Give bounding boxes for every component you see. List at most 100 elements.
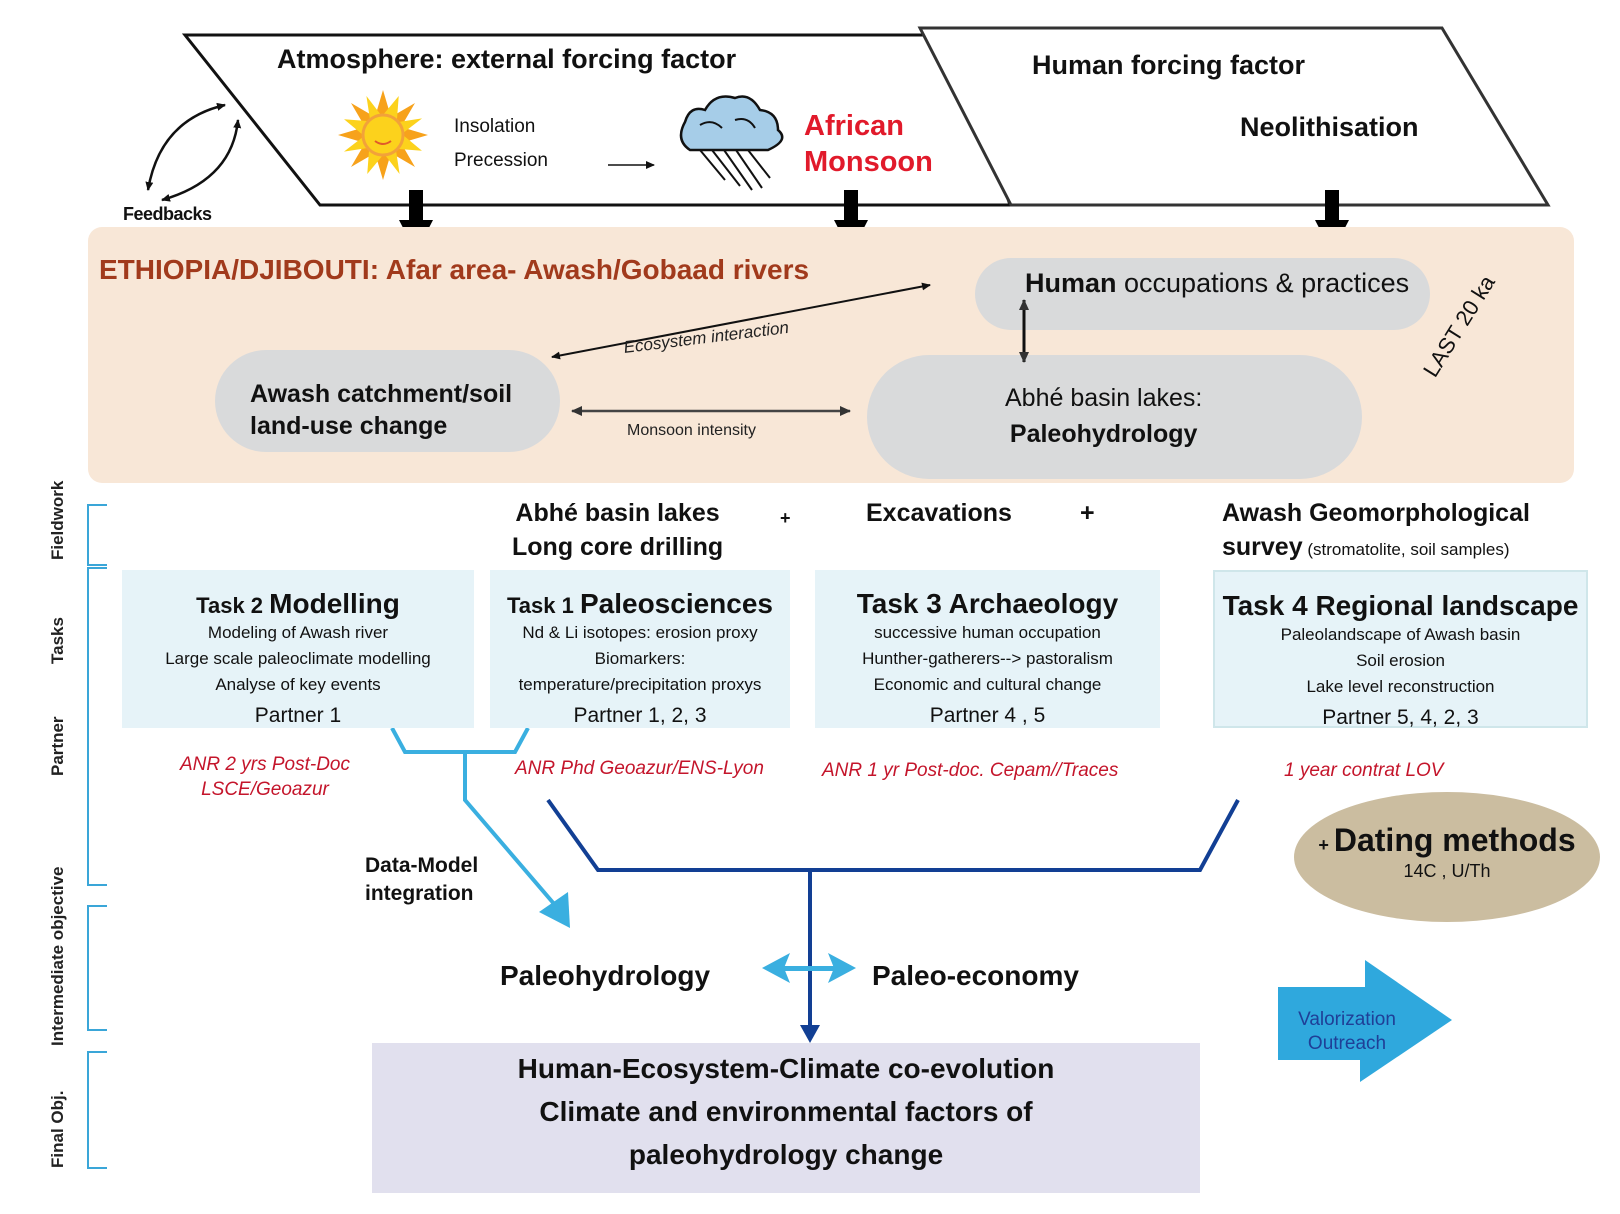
valorization-line2: Outreach	[1307, 1033, 1387, 1054]
task-line: Nd & Li isotopes: erosion proxy	[522, 623, 758, 642]
side-label-partner: Partner	[48, 716, 67, 776]
feedback-arrow-1	[145, 102, 226, 191]
fieldwork-abhe: Abhé basin lakes Long core drilling	[512, 496, 723, 564]
fieldwork-abhe-line2: Long core drilling	[512, 533, 724, 561]
african-monsoon-label: African Monsoon	[804, 108, 933, 180]
task-name: Archaeology	[948, 588, 1119, 619]
awash-catchment-label: Awash catchment/soil land-use change	[250, 378, 512, 442]
monsoon-line2: Monsoon	[804, 146, 933, 178]
final-line2: Climate and environmental factors of	[539, 1096, 1033, 1127]
task-number: Task 3	[856, 588, 949, 619]
awash-line1: Awash catchment/soil	[250, 380, 513, 408]
task-line: Paleolandscape of Awash basin	[1280, 625, 1521, 644]
sun-icon	[338, 90, 428, 180]
intermediate-paleohydrology: Paleohydrology	[500, 960, 711, 991]
fieldwork-awash-survey: Awash Geomorphological survey (stromatol…	[1222, 496, 1530, 567]
plus-sign: +	[1080, 499, 1095, 527]
final-line1: Human-Ecosystem-Climate co-evolution	[517, 1053, 1055, 1084]
plus-sign: +	[780, 508, 791, 528]
monsoon-intensity-label: Monsoon intensity	[627, 422, 756, 439]
side-label-tasks: Tasks	[48, 617, 67, 664]
neolithisation-label: Neolithisation	[1240, 112, 1419, 142]
task-box-archaeology: Task 3 Archaeology successive human occu…	[815, 570, 1160, 728]
synthesis-arrowhead	[800, 1025, 820, 1043]
human-forcing-box	[917, 26, 1551, 207]
dating-methods-subtitle: 14C , U/Th	[1403, 861, 1491, 881]
task-title: Task 4 Regional landscape	[1215, 592, 1586, 622]
task-name: Paleosciences	[579, 588, 773, 619]
task-number: Task 1	[506, 593, 580, 618]
side-label-fieldwork: Fieldwork	[48, 480, 67, 560]
survey-bold: survey	[1222, 533, 1303, 561]
arrow-human-down	[1315, 190, 1349, 253]
task-box-regional-landscape: Task 4 Regional landscape Paleolandscape…	[1213, 570, 1588, 729]
synthesis-connector	[546, 798, 1240, 1030]
data-model-connector	[390, 727, 557, 907]
task-name: Modelling	[269, 588, 400, 619]
fieldwork-excavations: Excavations	[866, 499, 1012, 527]
human-occupations-label: Human occupations & practices	[1025, 268, 1409, 299]
abhe-line1: Abhé basin lakes:	[1005, 384, 1203, 412]
task-line: Biomarkers:	[594, 649, 686, 668]
funding-line: ANR 2 yrs Post-Doc	[180, 754, 350, 775]
task-line: Economic and cultural change	[873, 675, 1102, 694]
plus-sign: +	[1318, 835, 1334, 855]
funding-task4: 1 year contrat LOV	[1284, 760, 1444, 781]
funding-task1: ANR Phd Geoazur/ENS-Lyon	[515, 758, 764, 779]
awash-catchment-ellipse	[215, 350, 560, 452]
task-title: Task 2 Modelling	[122, 590, 474, 620]
final-objective-box: Human-Ecosystem-Climate co-evolution Cli…	[372, 1043, 1200, 1193]
dating-methods-ellipse: + Dating methods 14C , U/Th	[1294, 792, 1600, 922]
fieldwork-awash-line1: Awash Geomorphological	[1222, 499, 1530, 527]
task-line: Hunther-gatherers--> pastoralism	[862, 649, 1113, 668]
final-line3: paleohydrology change	[628, 1139, 944, 1170]
data-model-arrowhead	[539, 892, 570, 928]
atmosphere-title: Atmosphere: external forcing factor	[277, 44, 737, 74]
fieldwork-awash-line2: survey (stromatolite, soil samples)	[1222, 530, 1530, 567]
arrow-atmosphere-down	[399, 190, 433, 253]
abhe-basin-ellipse	[867, 355, 1362, 479]
data-model-integration-label: Data-Model integration	[365, 852, 478, 908]
funding-task2: ANR 2 yrs Post-Doc LSCE/Geoazur	[180, 752, 350, 802]
abhe-basin-label: Abhé basin lakes: Paleohydrology	[1005, 380, 1202, 452]
valorization-arrow	[1278, 960, 1452, 1082]
human-rest: occupations & practices	[1116, 268, 1410, 298]
task-line: Analyse of key events	[215, 675, 381, 694]
valorization-line1: Valorization	[1298, 1009, 1396, 1030]
task-box-paleosciences: Task 1 Paleosciences Nd & Li isotopes: e…	[490, 570, 790, 728]
human-occupations-ellipse	[975, 258, 1430, 330]
task-line: Soil erosion	[1356, 651, 1445, 670]
task-partners: Partner 1	[254, 704, 342, 727]
task-title: Task 3 Archaeology	[815, 590, 1160, 620]
feedbacks-label: Feedbacks	[123, 204, 212, 224]
awash-line2: land-use change	[250, 412, 448, 440]
human-bold: Human	[1025, 268, 1117, 298]
task-line: Large scale paleoclimate modelling	[165, 649, 431, 668]
side-brackets	[87, 504, 107, 1169]
dating-title-text: Dating methods	[1333, 822, 1576, 858]
abhe-line2: Paleohydrology	[1009, 420, 1198, 448]
task-line: Lake level reconstruction	[1306, 677, 1495, 696]
human-forcing-title: Human forcing factor	[1032, 50, 1306, 80]
rain-cloud-icon	[679, 95, 784, 191]
intermediate-paleo-economy: Paleo-economy	[872, 960, 1079, 991]
data-model-line2: integration	[365, 882, 474, 905]
survey-detail: (stromatolite, soil samples)	[1302, 540, 1510, 559]
task-partners: Partner 4 , 5	[929, 704, 1046, 727]
region-title: ETHIOPIA/DJIBOUTI: Afar area- Awash/Goba…	[99, 254, 810, 285]
funding-task3: ANR 1 yr Post-doc. Cepam//Traces	[822, 760, 1119, 781]
task-name: Regional landscape	[1315, 590, 1579, 621]
dating-methods-title: + Dating methods	[1294, 822, 1600, 859]
arrow-monsoon-down	[834, 190, 868, 253]
task-line: Modeling of Awash river	[207, 623, 389, 642]
fieldwork-abhe-line1: Abhé basin lakes	[515, 499, 720, 527]
task-line: temperature/precipitation proxys	[518, 675, 762, 694]
side-label-final: Final Obj.	[48, 1090, 67, 1168]
side-label-intermediate: Intermediate objective	[48, 866, 67, 1046]
precession-label: Precession	[454, 150, 548, 171]
monsoon-line1: African	[804, 110, 904, 142]
insolation-label: Insolation	[454, 116, 536, 137]
task-line: successive human occupation	[874, 623, 1101, 642]
intermediate-double-arrow	[762, 953, 856, 983]
